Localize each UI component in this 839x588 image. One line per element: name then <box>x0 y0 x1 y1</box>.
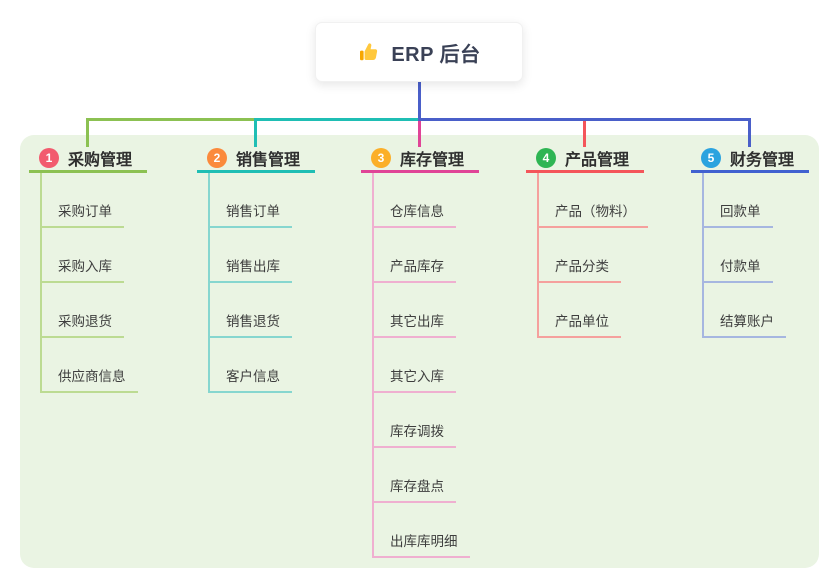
drop-line-2 <box>254 118 257 147</box>
drop-line-4 <box>583 121 586 147</box>
root-title: ERP 后台 <box>391 43 481 66</box>
branch-inventory: 3 库存管理 仓库信息 产品库存 其它出库 其它入库 库存调拨 库存盘点 出库库… <box>361 145 511 558</box>
child-label: 库存调拨 <box>390 424 444 439</box>
drop-line-1 <box>86 118 89 147</box>
child-node[interactable]: 采购退货 <box>40 283 124 338</box>
child-connector-line <box>208 173 210 393</box>
child-label: 销售退货 <box>226 314 280 329</box>
child-connector-line <box>537 173 539 338</box>
trunk-segment-teal <box>254 118 420 121</box>
child-node[interactable]: 其它出库 <box>372 283 456 338</box>
child-label: 采购订单 <box>58 204 112 219</box>
child-label: 销售订单 <box>226 204 280 219</box>
child-node[interactable]: 供应商信息 <box>40 338 138 393</box>
badge-4: 4 <box>536 147 556 168</box>
child-label: 其它出库 <box>390 314 444 329</box>
child-label: 采购退货 <box>58 314 112 329</box>
child-node[interactable]: 产品分类 <box>537 228 621 283</box>
child-node[interactable]: 销售出库 <box>208 228 292 283</box>
trunk-segment-blue <box>418 118 751 121</box>
branch-header-purchase[interactable]: 1 采购管理 <box>29 145 147 173</box>
child-node[interactable]: 回款单 <box>702 173 773 228</box>
drop-line-3 <box>418 121 421 147</box>
branches-panel <box>20 135 819 568</box>
drop-line-5 <box>748 118 751 147</box>
child-label: 采购入库 <box>58 259 112 274</box>
child-node[interactable]: 仓库信息 <box>372 173 456 228</box>
branch-label: 采购管理 <box>68 151 133 169</box>
child-label: 回款单 <box>720 204 761 219</box>
root-node[interactable]: ERP 后台 <box>315 22 523 82</box>
branch-header-sales[interactable]: 2 销售管理 <box>197 145 315 173</box>
badge-1: 1 <box>39 147 59 168</box>
child-label: 付款单 <box>720 259 761 274</box>
root-connector-line <box>418 82 421 121</box>
child-node[interactable]: 库存调拨 <box>372 393 456 448</box>
child-node[interactable]: 客户信息 <box>208 338 292 393</box>
branch-finance: 5 财务管理 回款单 付款单 结算账户 <box>691 145 839 338</box>
child-label: 库存盘点 <box>390 479 444 494</box>
child-node[interactable]: 采购入库 <box>40 228 124 283</box>
branch-label: 产品管理 <box>565 151 630 169</box>
child-label: 供应商信息 <box>58 369 126 384</box>
badge-5: 5 <box>701 147 721 168</box>
badge-3: 3 <box>371 147 391 168</box>
child-node[interactable]: 付款单 <box>702 228 773 283</box>
child-node[interactable]: 产品（物料） <box>537 173 648 228</box>
child-node[interactable]: 销售退货 <box>208 283 292 338</box>
branch-sales: 2 销售管理 销售订单 销售出库 销售退货 客户信息 <box>197 145 347 393</box>
child-node[interactable]: 其它入库 <box>372 338 456 393</box>
branch-label: 销售管理 <box>236 151 301 169</box>
thumbs-up-icon <box>357 40 381 64</box>
child-label: 产品单位 <box>555 314 609 329</box>
branch-header-product[interactable]: 4 产品管理 <box>526 145 644 173</box>
child-node[interactable]: 采购订单 <box>40 173 124 228</box>
child-label: 销售出库 <box>226 259 280 274</box>
child-connector-line <box>702 173 704 338</box>
child-label: 产品（物料） <box>555 204 636 219</box>
child-label: 出库库明细 <box>390 534 458 549</box>
trunk-segment-green <box>86 118 257 121</box>
child-label: 仓库信息 <box>390 204 444 219</box>
child-connector-line <box>40 173 42 393</box>
child-label: 客户信息 <box>226 369 280 384</box>
branch-header-inventory[interactable]: 3 库存管理 <box>361 145 479 173</box>
child-node[interactable]: 出库库明细 <box>372 503 470 558</box>
child-connector-line <box>372 173 374 558</box>
branch-purchase: 1 采购管理 采购订单 采购入库 采购退货 供应商信息 <box>29 145 179 393</box>
child-label: 产品分类 <box>555 259 609 274</box>
child-node[interactable]: 库存盘点 <box>372 448 456 503</box>
branch-product: 4 产品管理 产品（物料） 产品分类 产品单位 <box>526 145 676 338</box>
child-node[interactable]: 结算账户 <box>702 283 786 338</box>
child-label: 产品库存 <box>390 259 444 274</box>
branch-header-finance[interactable]: 5 财务管理 <box>691 145 809 173</box>
child-label: 结算账户 <box>720 314 774 329</box>
child-node[interactable]: 销售订单 <box>208 173 292 228</box>
child-label: 其它入库 <box>390 369 444 384</box>
badge-2: 2 <box>207 147 227 168</box>
child-node[interactable]: 产品库存 <box>372 228 456 283</box>
branch-label: 财务管理 <box>730 151 795 169</box>
child-node[interactable]: 产品单位 <box>537 283 621 338</box>
branch-label: 库存管理 <box>400 151 465 169</box>
